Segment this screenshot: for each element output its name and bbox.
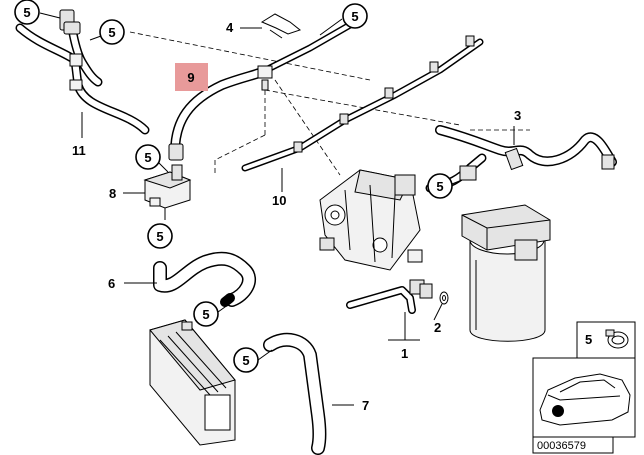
callout-6: 6: [108, 276, 115, 291]
return-pipe-part-10: [241, 35, 484, 172]
inset-panel: 5 00036579: [532, 321, 636, 454]
svg-text:7: 7: [362, 398, 369, 413]
regulator-part-8: [143, 164, 192, 220]
svg-text:5: 5: [436, 179, 443, 194]
car-silhouette-icon: [539, 373, 631, 426]
callout-5-d: 5: [193, 301, 219, 327]
callout-5-top: 5: [342, 3, 368, 29]
cooler-unit: [149, 319, 236, 446]
callout-5-e: 5: [427, 173, 453, 199]
hose-part-9: [168, 67, 267, 161]
callout-3: 3: [514, 108, 521, 123]
svg-text:5: 5: [585, 332, 592, 347]
callout-4: 4: [226, 20, 234, 35]
callout-11: 11: [72, 143, 86, 158]
callout-5-a: 5: [99, 19, 125, 45]
upper-hose-line: [257, 21, 354, 91]
callout-5-c: 5: [147, 223, 173, 249]
fuel-filter: [461, 204, 551, 342]
pipe-part-1: [346, 279, 433, 314]
hose-part-6: [153, 251, 256, 307]
callout-5-topleft: 5: [14, 0, 40, 25]
hose-part-3: [435, 125, 617, 171]
svg-text:6: 6: [108, 276, 115, 291]
svg-text:5: 5: [144, 150, 151, 165]
svg-text:5: 5: [23, 5, 30, 20]
catalog-number: 00036579: [537, 440, 586, 452]
callout-5-f: 5: [233, 347, 259, 373]
hose-part-7: [263, 332, 327, 455]
svg-text:5: 5: [242, 353, 249, 368]
callout-7: 7: [362, 398, 369, 413]
svg-text:3: 3: [514, 108, 521, 123]
svg-text:8: 8: [109, 186, 116, 201]
svg-text:5: 5: [156, 229, 163, 244]
callout-5-b: 5: [135, 144, 161, 170]
svg-text:1: 1: [401, 346, 408, 361]
svg-text:5: 5: [202, 307, 209, 322]
callout-2: 2: [434, 320, 441, 335]
svg-text:11: 11: [72, 143, 86, 158]
svg-text:2: 2: [434, 320, 441, 335]
callout-9-highlighted: 9: [175, 63, 208, 91]
callout-1: 1: [401, 346, 408, 361]
hose-clamp-icon: [605, 329, 629, 349]
callout-8: 8: [109, 186, 116, 201]
washer-part-2: [439, 291, 449, 305]
svg-text:4: 4: [226, 20, 234, 35]
svg-text:5: 5: [108, 25, 115, 40]
clip-part-4: [260, 13, 302, 39]
high-pressure-pump: [319, 169, 423, 271]
hose-part-11: [15, 9, 150, 135]
callout-10: 10: [272, 193, 286, 208]
svg-text:5: 5: [351, 9, 358, 24]
svg-text:9: 9: [187, 70, 194, 85]
svg-text:10: 10: [272, 193, 286, 208]
